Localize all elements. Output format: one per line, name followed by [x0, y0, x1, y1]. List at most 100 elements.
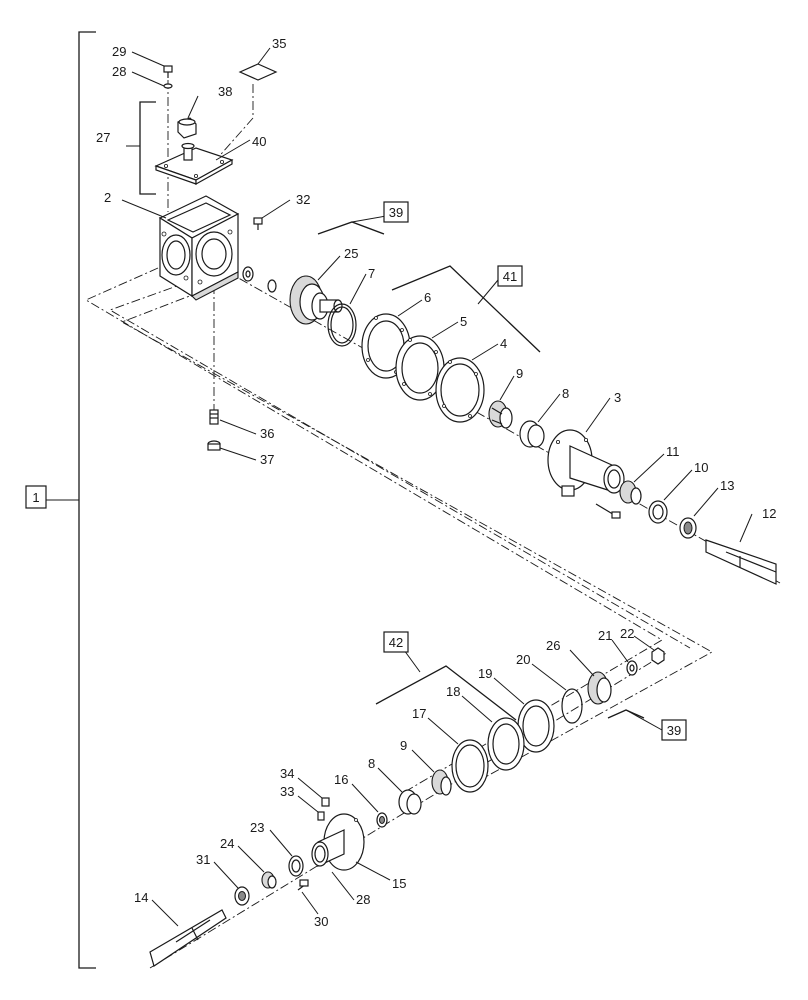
bearing-cap-3[interactable]	[547, 429, 625, 497]
callout-20[interactable]: 20	[516, 652, 567, 691]
gearbox-housing-2[interactable]	[158, 195, 240, 301]
callout-40[interactable]: 40	[215, 134, 266, 161]
callout-33[interactable]: 33	[280, 784, 319, 813]
ring-16[interactable]	[376, 812, 388, 828]
shaft-14[interactable]	[149, 909, 227, 967]
callout-18[interactable]: 18	[446, 684, 493, 723]
bearing-cup-23[interactable]	[288, 855, 304, 877]
callout-36[interactable]: 36	[219, 419, 274, 441]
bearing-cup-8-lower[interactable]	[398, 789, 422, 815]
gasket-17[interactable]	[451, 739, 489, 793]
shim-18[interactable]	[487, 717, 525, 771]
callout-5[interactable]: 5	[431, 314, 467, 339]
bevel-gear-25[interactable]	[289, 275, 343, 325]
snap-ring-20[interactable]	[561, 688, 583, 724]
callout-24[interactable]: 24	[220, 836, 265, 873]
callout-28-top[interactable]: 28	[112, 64, 165, 87]
callout-9-lower[interactable]: 9	[400, 738, 435, 773]
gasket-4[interactable]	[435, 357, 485, 423]
svg-text:29: 29	[112, 44, 126, 59]
callout-41[interactable]: 41	[497, 265, 523, 287]
callout-10[interactable]: 10	[663, 460, 708, 501]
nut-22[interactable]	[651, 647, 665, 665]
svg-text:14: 14	[134, 890, 148, 905]
svg-text:23: 23	[250, 820, 264, 835]
callout-38[interactable]: 38	[187, 84, 232, 119]
fitting-33[interactable]	[317, 811, 325, 821]
washer-28-top[interactable]	[163, 83, 173, 89]
svg-text:6: 6	[424, 290, 431, 305]
svg-text:17: 17	[412, 706, 426, 721]
callout-22[interactable]: 22	[620, 626, 655, 651]
callout-15[interactable]: 15	[355, 861, 406, 891]
cone-bearing-24[interactable]	[261, 871, 277, 889]
fitting-37[interactable]	[207, 440, 221, 451]
callout-3[interactable]: 3	[585, 390, 621, 433]
callout-7[interactable]: 7	[349, 266, 375, 305]
washer-21[interactable]	[626, 660, 638, 676]
callout-12[interactable]: 12	[739, 506, 776, 543]
screw-29[interactable]	[163, 65, 173, 78]
svg-text:20: 20	[516, 652, 530, 667]
callout-8-upper[interactable]: 8	[537, 386, 569, 423]
drain-plug-36[interactable]	[209, 409, 219, 425]
callout-28-lower[interactable]: 28	[331, 871, 370, 907]
callout-26[interactable]: 26	[546, 638, 595, 677]
bracket-42	[375, 665, 517, 721]
seal-card-35[interactable]	[238, 63, 278, 81]
callout-39-lower[interactable]: 39	[661, 719, 687, 741]
callout-21[interactable]: 21	[598, 628, 629, 663]
callout-9-upper[interactable]: 9	[499, 366, 523, 401]
shaft-12[interactable]	[705, 539, 777, 585]
snap-ring-7[interactable]	[327, 303, 357, 347]
callout-11[interactable]: 11	[633, 444, 680, 483]
callout-34[interactable]: 34	[280, 766, 323, 799]
svg-text:27: 27	[96, 130, 110, 145]
callout-13[interactable]: 13	[693, 478, 734, 517]
callout-25[interactable]: 25	[317, 246, 358, 281]
callout-6[interactable]: 6	[397, 290, 431, 317]
callout-29[interactable]: 29	[112, 44, 165, 67]
plug-38[interactable]	[177, 117, 197, 139]
cone-bearing-11[interactable]	[619, 480, 642, 505]
shaft-bearing-small	[242, 266, 277, 293]
callout-16[interactable]: 16	[334, 772, 379, 813]
svg-text:41: 41	[503, 269, 517, 284]
callout-31[interactable]: 31	[196, 852, 239, 889]
cone-bearing-9-lower[interactable]	[431, 769, 452, 796]
callout-19[interactable]: 19	[478, 666, 525, 705]
callout-8-lower[interactable]: 8	[368, 756, 403, 793]
bolt-30[interactable]	[297, 879, 309, 891]
callout-23[interactable]: 23	[250, 820, 293, 857]
callout-4[interactable]: 4	[471, 336, 507, 361]
callout-37[interactable]: 37	[219, 447, 274, 467]
svg-text:19: 19	[478, 666, 492, 681]
bearing-cup-10[interactable]	[648, 500, 668, 524]
svg-text:7: 7	[368, 266, 375, 281]
bearing-cap-15[interactable]	[311, 813, 365, 871]
callout-17[interactable]: 17	[412, 706, 459, 745]
oil-seal-13[interactable]	[679, 517, 697, 539]
callout-14[interactable]: 14	[134, 890, 179, 927]
callout-35[interactable]: 35	[257, 36, 286, 65]
cone-bearing-9-upper[interactable]	[488, 400, 513, 429]
grease-fitting-34[interactable]	[321, 797, 330, 807]
callout-2[interactable]: 2	[104, 190, 167, 219]
callout-27[interactable]: 27	[96, 130, 110, 145]
assembly-bracket	[78, 31, 96, 969]
screw-32[interactable]	[253, 217, 263, 230]
svg-text:4: 4	[500, 336, 507, 351]
bevel-gear-26[interactable]	[587, 671, 612, 705]
svg-text:35: 35	[272, 36, 286, 51]
callout-42[interactable]: 42	[383, 631, 409, 653]
callout-30[interactable]: 30	[301, 891, 328, 929]
callout-39-upper[interactable]: 39	[383, 201, 409, 223]
cover-plate-40[interactable]	[154, 142, 234, 186]
svg-text:21: 21	[598, 628, 612, 643]
bearing-cup-8-upper[interactable]	[519, 420, 545, 448]
svg-text:31: 31	[196, 852, 210, 867]
callout-1[interactable]: 1	[25, 485, 47, 509]
oil-seal-31[interactable]	[234, 886, 250, 906]
callout-32[interactable]: 32	[261, 192, 310, 219]
svg-text:18: 18	[446, 684, 460, 699]
